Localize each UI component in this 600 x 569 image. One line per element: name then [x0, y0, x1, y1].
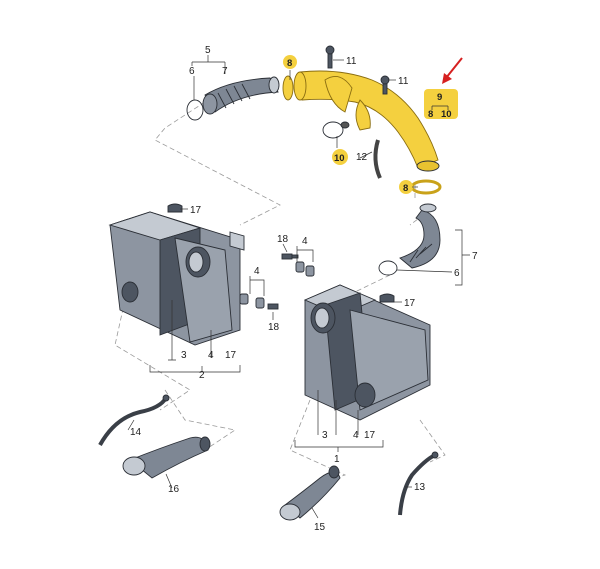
badge-8-top	[283, 55, 297, 69]
duct-clamp-10	[322, 121, 344, 139]
label-10-left: 10	[334, 153, 345, 164]
label-18-top: 18	[277, 234, 289, 245]
grommet-4-lower-a	[239, 293, 249, 305]
bracket-17-left	[167, 203, 183, 213]
grommet-4-upper-a	[295, 261, 305, 273]
badge-9-group	[424, 89, 458, 119]
label-3-right: 3	[322, 430, 328, 441]
label-3-left: 3	[181, 350, 187, 361]
leader-lines	[127, 55, 470, 519]
highlight-badges	[283, 55, 458, 194]
assembly-guide-lines	[114, 101, 446, 481]
label-17-top: 17	[190, 205, 202, 216]
badge-8-right	[399, 180, 413, 194]
label-15: 15	[314, 522, 326, 533]
label-12: 12	[356, 152, 368, 163]
bent-hose-right	[399, 209, 441, 269]
highlight-arrow	[442, 57, 463, 84]
label-8-top: 8	[287, 58, 292, 69]
label-17-lower: 17	[364, 430, 376, 441]
label-14: 14	[130, 427, 142, 438]
seal-ring-8-top	[282, 75, 294, 101]
label-9: 9	[437, 92, 442, 103]
grommet-4-upper-b	[305, 265, 315, 277]
bolt-18-upper	[281, 253, 293, 260]
badge-10-left	[332, 149, 348, 165]
vent-tube-12	[373, 139, 382, 179]
label-16: 16	[168, 484, 180, 495]
label-4-left: 4	[208, 350, 214, 361]
bent-hose-right-group	[378, 203, 441, 276]
small-parts-middle	[239, 253, 315, 310]
lower-hoses	[98, 394, 439, 521]
label-17-left: 17	[225, 350, 237, 361]
label-8-right: 8	[403, 183, 408, 194]
label-11-right: 11	[398, 76, 409, 87]
label-1: 1	[334, 454, 340, 465]
label-2: 2	[199, 370, 205, 381]
label-6-right: 6	[454, 268, 460, 279]
bolt-18-lower	[267, 303, 279, 310]
hose-clamp-left	[186, 99, 204, 121]
label-7-right: 7	[472, 251, 478, 262]
breather-hose-14	[98, 396, 168, 446]
air-duct-highlighted	[293, 45, 442, 195]
grommet-4-lower-b	[255, 297, 265, 309]
label-4-mid: 4	[254, 266, 260, 277]
label-8-in-9: 8	[428, 109, 433, 120]
label-7-top: 7	[222, 66, 228, 77]
label-13: 13	[414, 482, 426, 493]
label-4-top: 4	[302, 236, 308, 247]
label-18-lower: 18	[268, 322, 280, 333]
label-17-right: 17	[404, 298, 416, 309]
air-filter-housing-right	[303, 284, 431, 421]
label-4-right: 4	[353, 430, 359, 441]
hose-end-left	[202, 93, 218, 115]
bracket-17-right	[379, 293, 395, 303]
hose-clamp-right	[378, 260, 398, 276]
label-6-top: 6	[189, 66, 195, 77]
part-number-labels: 5 6 7 8 11 11 9 8 10 10 12 8 17 18 4 7 6…	[130, 45, 478, 533]
breather-hose-13	[398, 453, 436, 516]
intake-hose-left-group	[186, 75, 294, 121]
label-10-in-9: 10	[441, 109, 452, 120]
label-11-top: 11	[346, 56, 357, 67]
label-5: 5	[205, 45, 211, 56]
air-filter-housing-left	[108, 203, 245, 346]
